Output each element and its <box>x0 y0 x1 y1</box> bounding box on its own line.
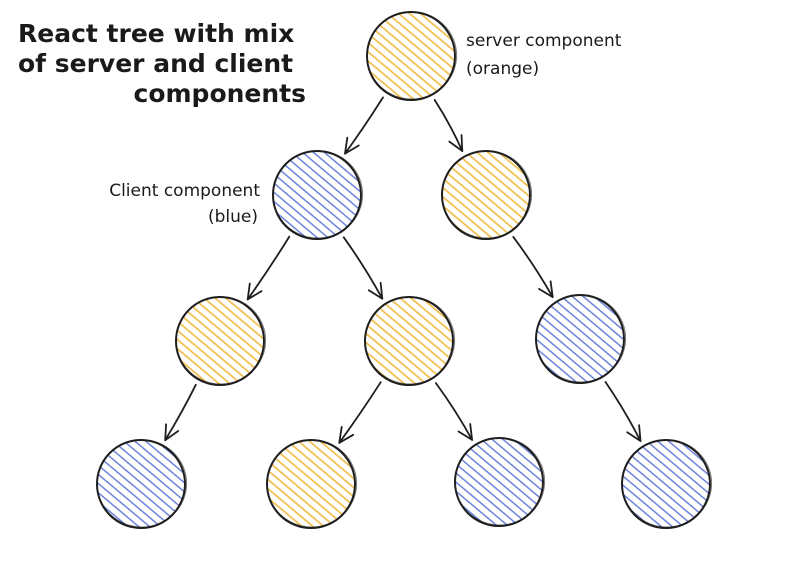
edge-arrow-n1-n3 <box>433 99 464 152</box>
edges-layer <box>164 96 642 444</box>
client-annotation: Client component (blue) <box>109 181 260 227</box>
edge-arrow-n2-n4 <box>246 235 291 301</box>
client-component-node-n9 <box>454 437 546 527</box>
edge-arrow-n5-n9 <box>435 382 473 441</box>
client-component-node-n2 <box>272 150 364 240</box>
server-annotation: server component (orange) <box>466 31 622 79</box>
edge-arrow-n2-n5 <box>342 236 384 300</box>
edge-arrow-n3-n6 <box>512 236 554 298</box>
server-component-node-n8 <box>266 439 358 529</box>
server-label-line-2: (orange) <box>466 59 539 79</box>
nodes-layer <box>96 11 713 529</box>
server-label-line-1: server component <box>466 31 622 51</box>
edge-arrow-n5-n8 <box>338 381 382 444</box>
client-component-node-n7 <box>96 439 188 529</box>
title-line-1: React tree with mix <box>18 19 294 48</box>
server-component-node-n3 <box>441 150 533 240</box>
server-component-node-n5 <box>364 296 456 386</box>
title: React tree with mix of server and client… <box>18 19 306 108</box>
server-component-node-n1 <box>366 11 458 101</box>
client-label-line-1: Client component <box>109 181 260 201</box>
title-line-2: of server and client <box>18 49 293 78</box>
server-component-node-n4 <box>175 296 267 386</box>
edge-arrow-n6-n10 <box>604 381 642 442</box>
title-line-3: components <box>134 79 307 108</box>
client-label-line-2: (blue) <box>208 207 258 227</box>
edge-arrow-n4-n7 <box>164 383 197 442</box>
client-component-node-n6 <box>535 294 627 384</box>
client-component-node-n10 <box>621 439 713 529</box>
edge-arrow-n1-n2 <box>344 96 384 155</box>
